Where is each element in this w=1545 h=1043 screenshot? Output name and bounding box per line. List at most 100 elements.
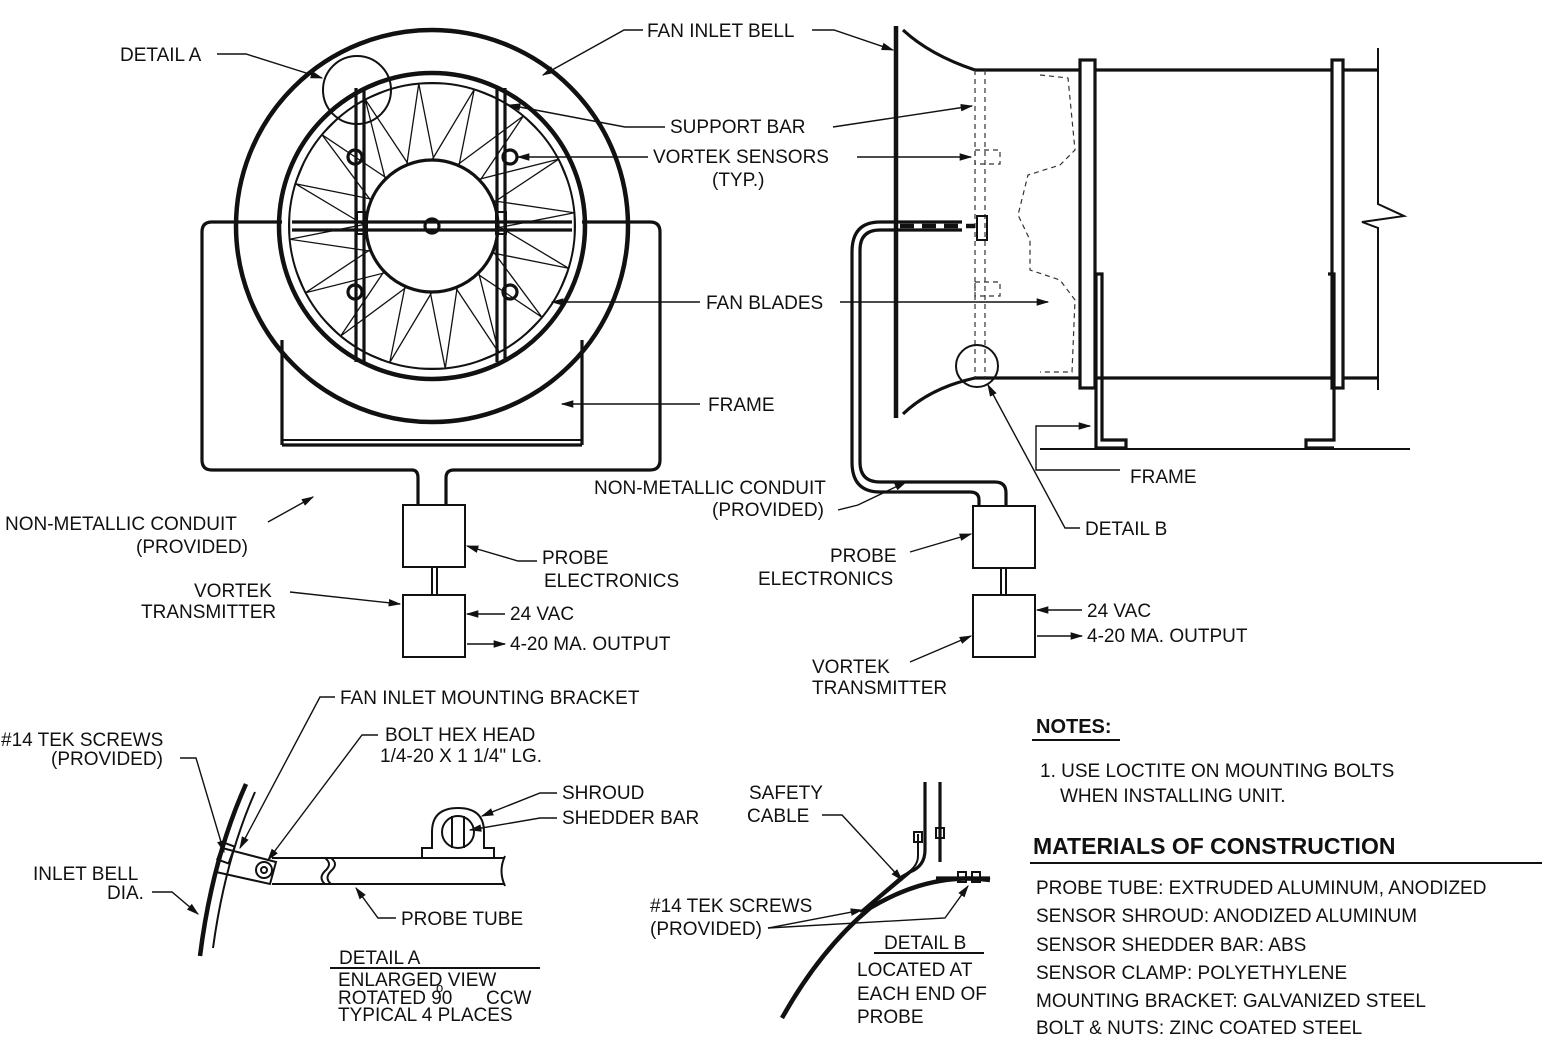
fan-inlet-bell-outer [233,27,631,425]
support-bars [292,88,572,362]
fan-blade [406,82,445,166]
note-1-line-1: 1. USE LOCTITE ON MOUNTING BOLTS [1040,761,1394,782]
label-conduit-1: NON-METALLIC CONDUIT [5,514,237,535]
label-output: 4-20 MA. OUTPUT [510,634,671,655]
label-inlet-bell-2: DIA. [107,883,144,904]
fan-blade [477,250,543,337]
detail-a-shedder-bar [441,815,475,849]
label-probe-electronics-1: PROBE [542,548,609,569]
material-item: SENSOR SHROUD: ANODIZED ALUMINUM [1036,906,1417,927]
fan-blade [288,213,372,252]
fan-blade [419,286,458,370]
detail-b-caption-1: LOCATED AT [857,960,973,981]
side-probe-electronics-box [972,505,1036,569]
label-fan-inlet-bell: FAN INLET BELL [647,21,795,42]
material-item: SENSOR CLAMP: POLYETHYLENE [1036,963,1347,984]
front-vortek-transmitter-box [402,594,466,658]
detail-a-labels: FAN INLET MOUNTING BRACKET #14 TEK SCREW… [1,688,699,1026]
fan-blade [295,249,386,294]
detail-a-caption-3: TYPICAL 4 PLACES [338,1005,513,1026]
side-label-conduit-2: (PROVIDED) [712,500,824,521]
detail-a-inlet-bell [197,783,249,957]
vortek-sensors [346,148,519,301]
side-label-frame: FRAME [1130,467,1197,488]
detail-a-caption-1: ENLARGED VIEW [338,970,496,991]
fan-hub [364,158,500,294]
label-bolt-hex-head-2: 1/4-20 X 1 1/4" LG. [380,746,542,767]
label-safety-cable-2: CABLE [747,806,809,827]
label-detail-b-tek-screws-2: (PROVIDED) [650,919,762,940]
side-label-probe-electronics-2: ELECTRONICS [758,569,893,590]
notes-heading: NOTES: [1036,716,1112,738]
detail-b-drawing [780,782,991,1020]
fan-inlet-bell-inner [276,70,588,382]
label-probe-electronics-2: ELECTRONICS [544,571,679,592]
label-detail-b-tek-screws-1: #14 TEK SCREWS [650,896,812,917]
side-frame-support [1094,272,1128,450]
label-inlet-bell-1: INLET BELL [33,864,138,885]
detail-a-callout-circle [322,55,392,125]
detail-a-caption-2b: CCW [486,988,531,1009]
materials-block: MATERIALS OF CONSTRUCTION PROBE TUBE: EX… [1030,833,1542,1039]
label-fan-inlet-mounting-bracket: FAN INLET MOUNTING BRACKET [340,688,640,709]
side-view [850,26,1410,658]
material-item: SENSOR SHEDDER BAR: ABS [1036,935,1306,956]
front-probe-electronics-box [402,504,466,568]
note-1-line-2: WHEN INSTALLING UNIT. [1060,786,1286,807]
side-label-transmitter-1: VORTEK [812,657,890,678]
label-shroud: SHROUD [562,783,644,804]
hub-center [423,217,441,235]
notes-block: NOTES: 1. USE LOCTITE ON MOUNTING BOLTS … [1032,716,1394,807]
material-item: BOLT & NUTS: ZINC COATED STEEL [1036,1018,1362,1038]
fan-blade [492,200,576,239]
detail-b-caption-2: EACH END OF [857,984,987,1005]
fan-blades [288,82,576,370]
fan-blade [365,286,433,364]
detail-b-labels: SAFETY CABLE #14 TEK SCREWS (PROVIDED) D… [650,783,987,1028]
side-fan-blade-outline [1017,74,1076,373]
label-frame: FRAME [708,395,775,416]
detail-b-caption-3: PROBE [857,1007,924,1028]
side-label-detail-b: DETAIL B [1085,519,1167,540]
detail-a-title: DETAIL A [339,948,421,969]
fan-blade [456,115,543,181]
detail-b-callout-circle [955,344,999,388]
detail-b-title: DETAIL B [884,933,966,954]
side-vortek-transmitter-box [972,594,1036,658]
detail-a-caption-degree: o [436,980,443,995]
fan-blade [294,159,372,227]
detail-a-caption-2: ROTATED 90 [338,988,452,1009]
side-conduit [850,220,1008,506]
detail-a-shroud [421,806,495,858]
label-conduit-2: (PROVIDED) [136,537,248,558]
side-label-conduit-1: NON-METALLIC CONDUIT [594,478,826,499]
label-bolt-hex-head-1: BOLT HEX HEAD [385,725,535,746]
detail-a-drawing [197,783,506,957]
material-item: PROBE TUBE: EXTRUDED ALUMINUM, ANODIZED [1036,878,1486,899]
front-frame [200,220,662,505]
side-label-transmitter-2: TRANSMITTER [812,678,947,699]
materials-heading: MATERIALS OF CONSTRUCTION [1033,833,1395,859]
detail-a-probe-tube [272,857,505,885]
label-safety-cable-1: SAFETY [749,783,823,804]
label-probe-tube: PROBE TUBE [401,909,523,930]
label-tek-screws-1: #14 TEK SCREWS [1,730,163,751]
label-detail-a: DETAIL A [120,45,202,66]
fan-blade [455,272,500,363]
label-transmitter-1: VORTEK [194,581,272,602]
fan-blade [431,88,499,166]
fan-blade [321,271,408,337]
label-tek-screws-2: (PROVIDED) [51,749,163,770]
material-item: MOUNTING BRACKET: GALVANIZED STEEL [1036,991,1426,1012]
side-label-output: 4-20 MA. OUTPUT [1087,626,1248,647]
label-shedder-bar: SHEDDER BAR [562,808,699,829]
label-fan-blades: FAN BLADES [706,293,823,314]
label-transmitter-2: TRANSMITTER [141,602,276,623]
side-view-labels: NON-METALLIC CONDUIT (PROVIDED) FRAME DE… [594,383,1248,699]
side-label-probe-electronics-1: PROBE [830,546,897,567]
label-vortek-sensors: VORTEK SENSORS [653,147,829,168]
side-label-24vac: 24 VAC [1087,601,1151,622]
label-vortek-sensors-typ: (TYP.) [712,170,764,191]
